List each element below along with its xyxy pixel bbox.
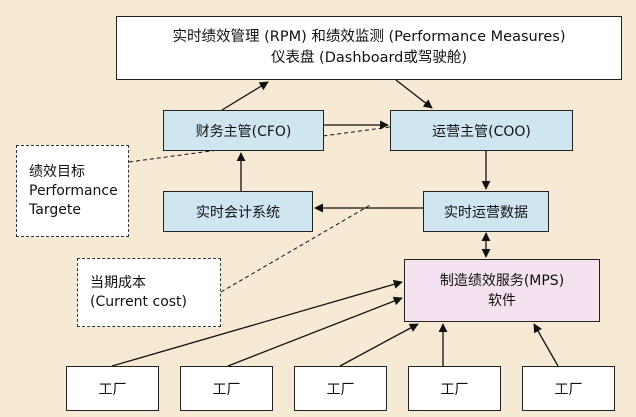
- factory-label: 工厂: [98, 381, 127, 398]
- factory-label: 工厂: [326, 381, 355, 398]
- realtime-ops-data-label: 实时运营数据: [444, 204, 528, 221]
- factory-label: 工厂: [212, 381, 241, 398]
- arrow-cfo-to-rpm: [221, 81, 269, 111]
- cost-line2: (Current cost): [90, 293, 188, 310]
- targets-line1: 绩效目标: [29, 163, 85, 180]
- arrow-factory1-to-mps: [111, 279, 403, 367]
- factory-box: 工厂: [66, 366, 159, 411]
- arrow-factory5-to-mps: [533, 323, 559, 367]
- factory-box: 工厂: [294, 366, 387, 411]
- rpm-dashboard-box: 实时绩效管理 (RPM) 和绩效监测 (Performance Measures…: [116, 16, 622, 80]
- rpm-dashboard-line2: 仪表盘 (Dashboard或驾驶舱): [270, 50, 468, 66]
- mps-software-box: 制造绩效服务(MPS) 软件: [404, 259, 600, 322]
- realtime-accounting-label: 实时会计系统: [196, 204, 280, 221]
- arrow-rpm-to-coo: [395, 79, 433, 109]
- arrow-factory3-to-mps: [339, 323, 419, 367]
- mps-line1: 制造绩效服务(MPS): [439, 272, 565, 289]
- current-cost-note: 当期成本 (Current cost): [77, 258, 221, 327]
- cfo-label: 财务主管(CFO): [195, 123, 292, 140]
- rpm-dashboard-line1: 实时绩效管理 (RPM) 和绩效监测 (Performance Measures…: [172, 29, 566, 45]
- realtime-accounting-box: 实时会计系统: [163, 191, 313, 232]
- realtime-ops-data-box: 实时运营数据: [423, 191, 549, 232]
- cost-line1: 当期成本: [90, 274, 146, 291]
- dashed-targets-to-coo: [128, 126, 391, 163]
- arrow-factory2-to-mps: [227, 296, 403, 367]
- coo-box: 运营主管(COO): [390, 110, 573, 151]
- cfo-box: 财务主管(CFO): [163, 110, 324, 151]
- factory-label: 工厂: [554, 381, 583, 398]
- factory-box: 工厂: [408, 366, 501, 411]
- coo-label: 运营主管(COO): [432, 123, 531, 140]
- targets-line3: Targete: [29, 201, 81, 218]
- performance-targets-note: 绩效目标 Performance Targete: [16, 145, 129, 237]
- dashed-cost-to-realtime-ops: [220, 203, 373, 293]
- factory-box: 工厂: [522, 366, 615, 411]
- factory-label: 工厂: [440, 381, 469, 398]
- targets-line2: Performance: [29, 182, 118, 199]
- factory-box: 工厂: [180, 366, 273, 411]
- mps-line2: 软件: [488, 292, 516, 309]
